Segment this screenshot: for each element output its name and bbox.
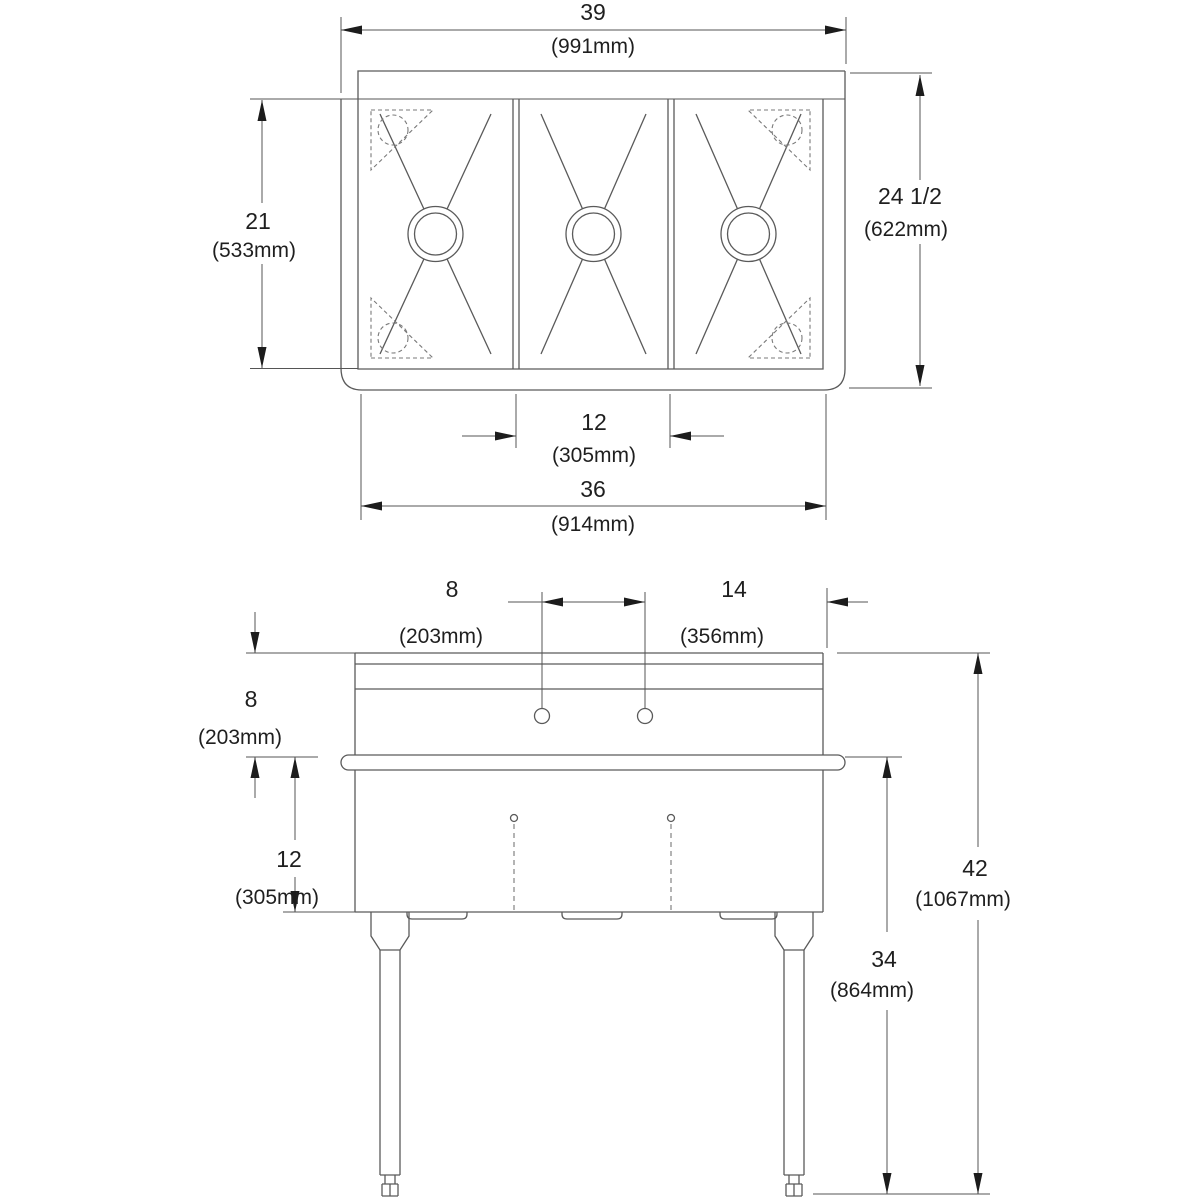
faucet-hole-left <box>533 707 551 725</box>
front-view <box>340 652 990 1197</box>
dim-floor-to-rim-mm: (864mm) <box>830 979 914 1002</box>
plan-dimensions: 39 (991mm) 24 1/2 (622mm) 21 (533mm) 12 … <box>212 0 948 536</box>
plan-view <box>250 70 846 391</box>
front-rim-bar <box>340 754 846 771</box>
plan-bowl-slope-lines <box>379 113 802 355</box>
plan-backsplash <box>357 70 845 99</box>
dim-compartments-width-mm: (914mm) <box>551 513 635 536</box>
faucet-hole-right <box>636 707 654 725</box>
front-drain-centerlines <box>509 813 676 910</box>
dim-hole-to-edge-in: 14 <box>721 576 747 602</box>
front-dimensions: 8 (203mm) 14 (356mm) 8 (203mm) 12 (305mm… <box>198 576 1011 1194</box>
dim-floor-to-rim-in: 34 <box>871 946 897 972</box>
dim-hole-spacing-mm: (203mm) <box>399 625 483 648</box>
front-leg-right <box>774 912 814 1197</box>
dim-compartments-width-in: 36 <box>580 476 606 502</box>
dim-overall-height-mm: (1067mm) <box>915 888 1011 911</box>
dim-bowl-ftb-in: 21 <box>245 208 271 234</box>
dim-hole-spacing-in: 8 <box>446 576 459 602</box>
plan-bowls-box <box>357 99 824 370</box>
front-bowl-bottoms <box>406 912 778 920</box>
dim-overall-depth-mm: (622mm) <box>864 218 948 241</box>
front-leg-left <box>370 912 410 1197</box>
dim-bowl-ftb-mm: (533mm) <box>212 239 296 262</box>
dim-overall-width-in: 39 <box>580 0 606 25</box>
dim-backsplash-height-mm: (203mm) <box>198 726 282 749</box>
dim-overall-width-mm: (991mm) <box>551 35 635 58</box>
front-upper-sides <box>354 653 824 755</box>
front-backsplash-lines <box>355 652 823 690</box>
dim-bowl-depth-mm: (305mm) <box>235 886 319 909</box>
plan-rim-outline <box>340 71 846 391</box>
dim-overall-height-in: 42 <box>962 855 988 881</box>
dim-backsplash-height-in: 8 <box>245 686 258 712</box>
dim-overall-depth-in: 24 1/2 <box>878 183 942 209</box>
dim-hole-to-edge-mm: (356mm) <box>680 625 764 648</box>
front-apron <box>354 770 824 913</box>
plan-drain-openings <box>407 205 777 263</box>
plan-corner-gussets <box>370 109 811 359</box>
dim-bowl-depth-in: 12 <box>276 846 302 872</box>
dim-bowl-width-mm: (305mm) <box>552 444 636 467</box>
dim-bowl-width-in: 12 <box>581 409 607 435</box>
plan-bowl-dividers <box>512 99 675 369</box>
